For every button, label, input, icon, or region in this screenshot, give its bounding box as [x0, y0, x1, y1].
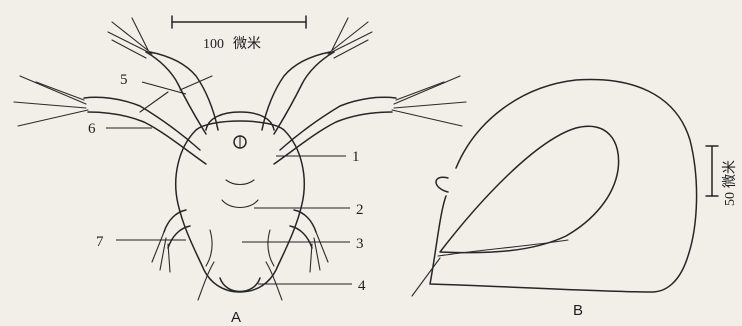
scale-bar-a-value: 100	[203, 37, 224, 52]
label-7: 7	[96, 234, 104, 250]
label-6: 6	[88, 121, 96, 137]
panel-b-drawing: 50 微米 B	[412, 79, 738, 319]
mouth-region	[222, 200, 258, 208]
shell-outline	[430, 79, 697, 292]
scale-bar-b: 50 微米	[706, 146, 738, 206]
shell-stalk	[412, 258, 440, 296]
right-lower-appendage	[290, 210, 328, 272]
label-2: 2	[356, 202, 364, 218]
scale-bar-a: 100 微米	[172, 16, 306, 52]
scale-bar-a-unit: 微米	[233, 36, 261, 52]
left-middle-appendage	[14, 76, 206, 164]
label-1: 1	[352, 149, 360, 165]
panel-a-caption: A	[231, 309, 241, 326]
right-middle-appendage	[274, 76, 466, 164]
panel-b-caption: B	[573, 302, 583, 319]
scale-bar-b-value: 50	[723, 192, 738, 206]
panel-a-drawing: 100 微米	[14, 16, 466, 326]
label-3: 3	[356, 236, 364, 252]
label-5: 5	[120, 72, 128, 88]
shell-bulge	[436, 177, 448, 192]
scale-bar-b-unit: 微米	[722, 160, 738, 188]
left-lower-appendage	[152, 210, 190, 272]
label-4: 4	[358, 278, 366, 294]
inner-outline	[440, 126, 619, 252]
